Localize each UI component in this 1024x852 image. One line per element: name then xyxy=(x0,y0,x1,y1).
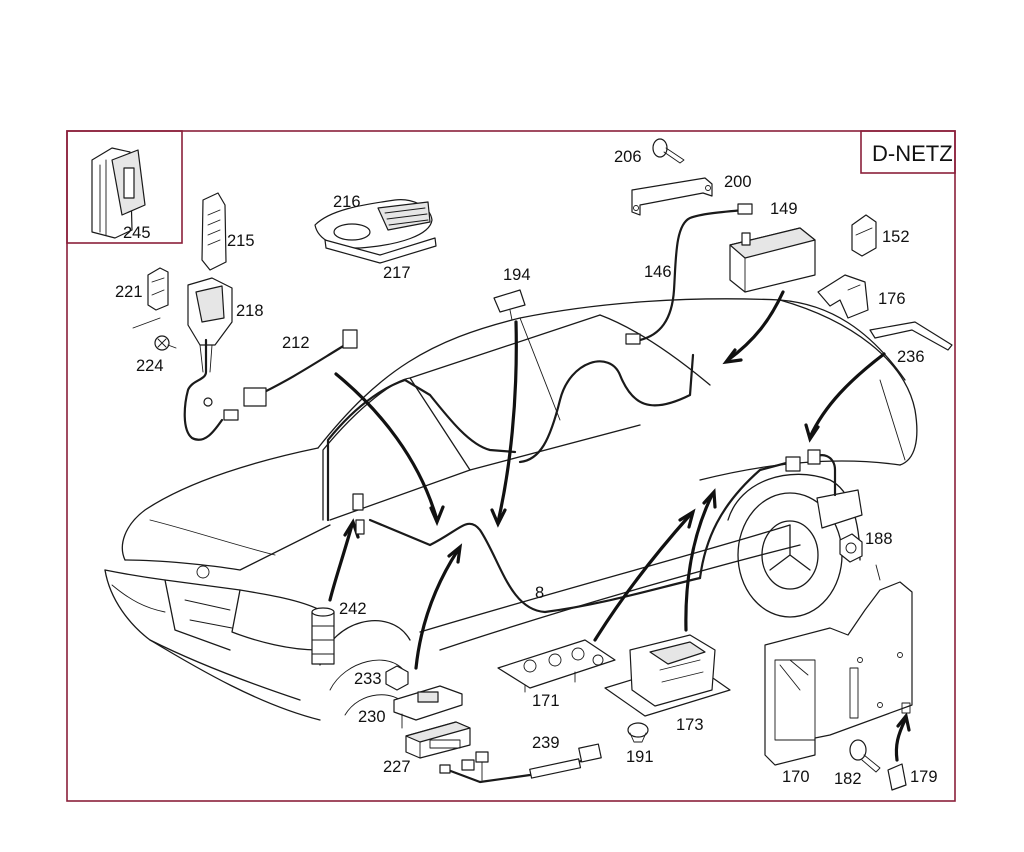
label-239: 239 xyxy=(532,734,560,752)
label-170: 170 xyxy=(782,768,810,786)
part-188-nut xyxy=(839,533,863,563)
part-233-nut xyxy=(385,665,409,691)
part-217-cradle xyxy=(324,237,437,264)
part-224-screw xyxy=(154,335,177,351)
part-227-control-unit xyxy=(405,721,471,759)
part-179-clip xyxy=(887,763,907,791)
part-206-screw xyxy=(652,138,685,164)
label-188: 188 xyxy=(865,530,893,548)
part-146-cable xyxy=(625,203,753,345)
part-191-plug xyxy=(627,722,649,743)
part-170-panel xyxy=(764,564,913,766)
label-233: 233 xyxy=(354,670,382,688)
label-194: 194 xyxy=(503,266,531,284)
label-182: 182 xyxy=(834,770,862,788)
part-rear-module xyxy=(785,449,863,529)
part-152-clip xyxy=(851,214,877,257)
label-245: 245 xyxy=(123,224,151,242)
network-label: D-NETZ xyxy=(872,141,953,166)
label-206: 206 xyxy=(614,148,642,166)
part-149-transceiver xyxy=(729,227,816,293)
label-224: 224 xyxy=(136,357,164,375)
assembly-arrows xyxy=(328,290,911,762)
part-216-phone xyxy=(314,199,433,249)
part-215-handset xyxy=(201,192,227,271)
label-176: 176 xyxy=(878,290,906,308)
label-173: 173 xyxy=(676,716,704,734)
part-194-clip xyxy=(493,289,526,321)
label-152: 152 xyxy=(882,228,910,246)
label-179: 179 xyxy=(910,768,938,786)
label-221: 221 xyxy=(115,283,143,301)
label-191: 191 xyxy=(626,748,654,766)
label-242: 242 xyxy=(339,600,367,618)
label-227: 227 xyxy=(383,758,411,776)
label-216: 216 xyxy=(333,193,361,211)
antenna-cable-8 xyxy=(326,353,792,614)
inset-box-245 xyxy=(66,130,183,244)
part-171-plate xyxy=(497,639,616,693)
label-218: 218 xyxy=(236,302,264,320)
part-245-holder xyxy=(91,147,146,239)
label-236: 236 xyxy=(897,348,925,366)
part-242-antenna-base xyxy=(311,493,365,665)
label-171: 171 xyxy=(532,692,560,710)
part-230-bracket xyxy=(393,685,463,729)
part-239-cable xyxy=(439,743,602,784)
part-218-bracket xyxy=(187,277,233,373)
label-8: 8 xyxy=(535,584,544,602)
network-label-box xyxy=(860,130,956,174)
label-212: 212 xyxy=(282,334,310,352)
label-146: 146 xyxy=(644,263,672,281)
part-182-screw xyxy=(849,739,881,773)
part-236-bracket xyxy=(869,321,953,351)
part-200-bracket xyxy=(631,177,713,216)
part-221-clip xyxy=(132,267,169,329)
part-212-cable xyxy=(183,329,358,441)
part-173-tray xyxy=(604,634,731,717)
part-176-bracket xyxy=(817,274,869,319)
diagram-frame xyxy=(66,130,956,802)
label-149: 149 xyxy=(770,200,798,218)
label-217: 217 xyxy=(383,264,411,282)
label-200: 200 xyxy=(724,173,752,191)
label-230: 230 xyxy=(358,708,386,726)
label-215: 215 xyxy=(227,232,255,250)
